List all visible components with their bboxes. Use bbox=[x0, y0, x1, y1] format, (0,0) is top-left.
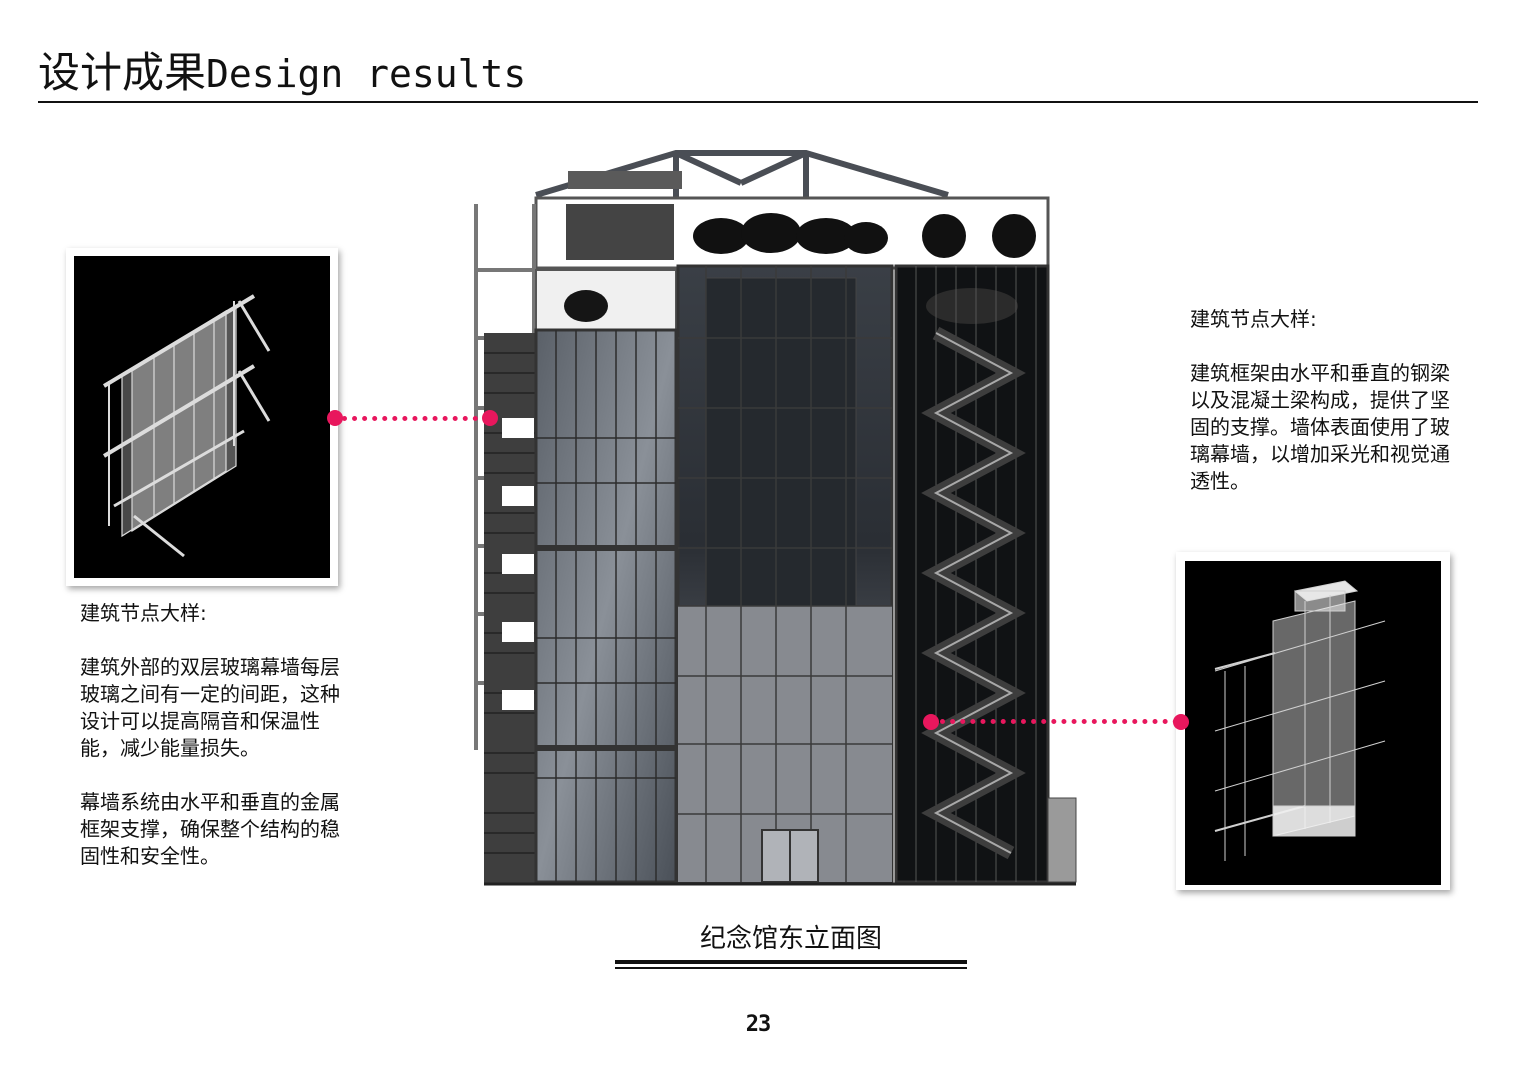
page-number: 23 bbox=[745, 1012, 772, 1037]
drawing-caption: 纪念馆东立面图 bbox=[699, 924, 882, 954]
left-callout-leader bbox=[342, 416, 488, 421]
curtain-wall-detail-figure bbox=[66, 248, 338, 586]
steel-frame-detail-figure bbox=[1176, 552, 1450, 890]
right-detail-description: 建筑节点大样: 建筑框架由水平和垂直的钢梁以及混凝土梁构成，提供了坚固的支撑。墙… bbox=[1190, 306, 1450, 495]
right-callout-dot-end bbox=[1173, 714, 1189, 730]
right-callout-leader bbox=[940, 719, 1178, 724]
left-detail-heading: 建筑节点大样: bbox=[80, 601, 207, 625]
page-title: 设计成果Design results bbox=[38, 44, 526, 103]
page-title-en: Design results bbox=[206, 52, 527, 96]
steel-frame-node-drawing bbox=[1214, 580, 1386, 861]
left-detail-description: 建筑节点大样: 建筑外部的双层玻璃幕墙每层玻璃之间有一定的间距，这种设计可以提高… bbox=[80, 600, 340, 870]
left-callout-dot-start bbox=[327, 410, 343, 426]
right-detail-heading: 建筑节点大样: bbox=[1190, 307, 1317, 331]
title-underline bbox=[38, 101, 1478, 103]
right-detail-paragraph-1: 建筑框架由水平和垂直的钢梁以及混凝土梁构成，提供了坚固的支撑。墙体表面使用了玻璃… bbox=[1190, 361, 1450, 493]
caption-underline-thin bbox=[615, 967, 967, 969]
page-title-cn: 设计成果 bbox=[38, 48, 207, 97]
east-elevation-drawing bbox=[474, 150, 1077, 886]
left-detail-paragraph-2: 幕墙系统由水平和垂直的金属框架支撑，确保整个结构的稳固性和安全性。 bbox=[80, 790, 340, 868]
right-callout-dot-start bbox=[923, 714, 939, 730]
caption-underline-thick bbox=[615, 960, 967, 964]
steel-frame-detail-render bbox=[1185, 561, 1441, 885]
curtain-wall-detail-render bbox=[74, 256, 330, 578]
left-detail-paragraph-1: 建筑外部的双层玻璃幕墙每层玻璃之间有一定的间距，这种设计可以提高隔音和保温性能，… bbox=[80, 655, 340, 760]
left-callout-dot-end bbox=[482, 410, 498, 426]
double-glass-curtain-wall-drawing bbox=[102, 294, 271, 558]
